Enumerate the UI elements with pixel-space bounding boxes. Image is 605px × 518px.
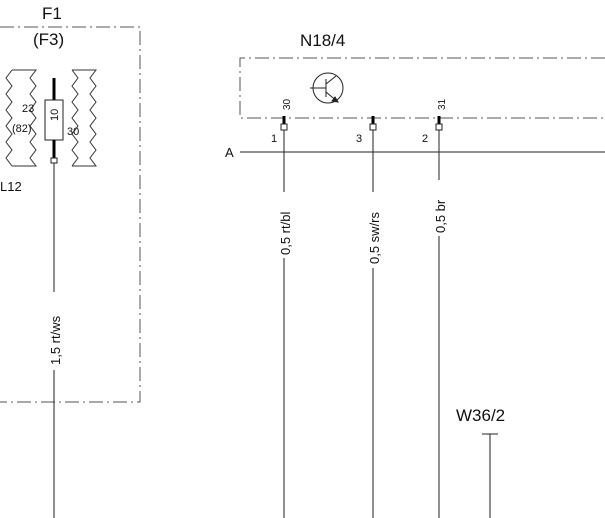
module-pin-31: 31 <box>437 98 448 110</box>
module-frame <box>239 57 605 119</box>
fuse-pin-bottom: 30 <box>67 126 79 138</box>
fuse-box-frame <box>0 26 141 403</box>
fuse-box-subtitle: (F3) <box>33 30 64 49</box>
fuse-side-label: L12 <box>0 179 22 194</box>
connector-pin-2: 2 <box>422 133 428 145</box>
connector-pin-3: 3 <box>356 133 362 145</box>
connector-letter: A <box>225 145 234 160</box>
connector-pins <box>280 116 443 131</box>
fuse-pin-top: 23 <box>22 103 34 115</box>
fuse-element <box>44 78 64 164</box>
module-symbol-icon <box>310 72 344 104</box>
fuse-number: 10 <box>49 109 61 121</box>
fuse-break-outline <box>5 69 97 167</box>
connector-pin-1: 1 <box>271 133 277 145</box>
wire-label-1: 0,5 rt/bl <box>278 212 293 255</box>
wire-label-3: 0,5 br <box>433 199 448 233</box>
wire-label-left: 1,5 rt/ws <box>48 315 63 365</box>
ground-name: W36/2 <box>456 406 505 425</box>
fuse-box-title: F1 <box>42 4 62 23</box>
module-name: N18/4 <box>300 31 345 50</box>
wire-label-2: 0,5 sw/rs <box>367 211 382 264</box>
fuse-pin-top-alt: (82) <box>12 123 32 135</box>
module-pin-30: 30 <box>282 98 293 110</box>
ground-symbol <box>482 433 498 518</box>
